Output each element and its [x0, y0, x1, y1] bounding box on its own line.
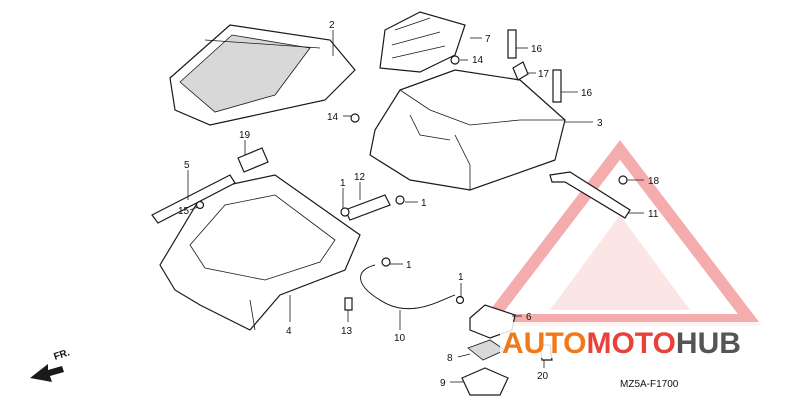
leader-lines	[187, 30, 644, 383]
callout-10: 10	[394, 333, 406, 344]
callout-17: 17	[538, 69, 550, 80]
callout-numbers: 2 7 14 16 17 16 3 14 19 5 15 12 1 1 1 1 …	[178, 20, 660, 389]
callout-11: 11	[648, 209, 659, 220]
watermark-part-moto: MOTO	[586, 327, 675, 360]
diagram-code: MZ5A-F1700	[620, 379, 679, 390]
part-hose-short	[344, 194, 391, 221]
part-gasket	[467, 339, 506, 361]
part-cover	[169, 24, 356, 126]
front-label: FR.	[53, 347, 72, 363]
callout-5: 5	[184, 160, 190, 171]
part-housing	[159, 174, 361, 331]
callout-16-top: 16	[531, 44, 543, 55]
callout-15: 15	[178, 206, 190, 217]
callout-1-b: 1	[421, 198, 427, 209]
callout-1-a: 1	[340, 178, 346, 189]
part-joint	[237, 147, 269, 173]
callout-1-c: 1	[406, 260, 412, 271]
watermark-logo	[477, 140, 763, 326]
callout-2: 2	[329, 20, 335, 31]
callout-6: 6	[526, 312, 532, 323]
callout-20: 20	[537, 371, 549, 382]
callout-14-left: 14	[327, 112, 339, 123]
watermark-text: AUTOMOTOHUB	[502, 327, 741, 360]
callout-12: 12	[354, 172, 366, 183]
callout-14-top: 14	[472, 55, 484, 66]
part-stay	[549, 171, 631, 219]
part-tube	[151, 174, 236, 224]
callout-1-d: 1	[458, 272, 464, 283]
watermark-part-hub: HUB	[676, 327, 741, 360]
watermark-part-auto: AUTO	[502, 327, 586, 360]
callout-8: 8	[447, 353, 453, 364]
front-direction-marker: FR.	[30, 347, 71, 382]
part-filter	[461, 367, 509, 396]
callout-7: 7	[485, 34, 491, 45]
watermark-wordmark: AUTOMOTOHUB	[500, 322, 792, 360]
callout-3: 3	[597, 118, 603, 129]
callout-4: 4	[286, 326, 292, 337]
part-case	[369, 69, 566, 191]
callout-16-right: 16	[581, 88, 593, 99]
callout-9: 9	[440, 378, 446, 389]
callout-19: 19	[239, 130, 251, 141]
callout-13: 13	[341, 326, 353, 337]
callout-18: 18	[648, 176, 660, 187]
part-hose-long	[360, 264, 456, 310]
part-duct	[379, 11, 466, 73]
